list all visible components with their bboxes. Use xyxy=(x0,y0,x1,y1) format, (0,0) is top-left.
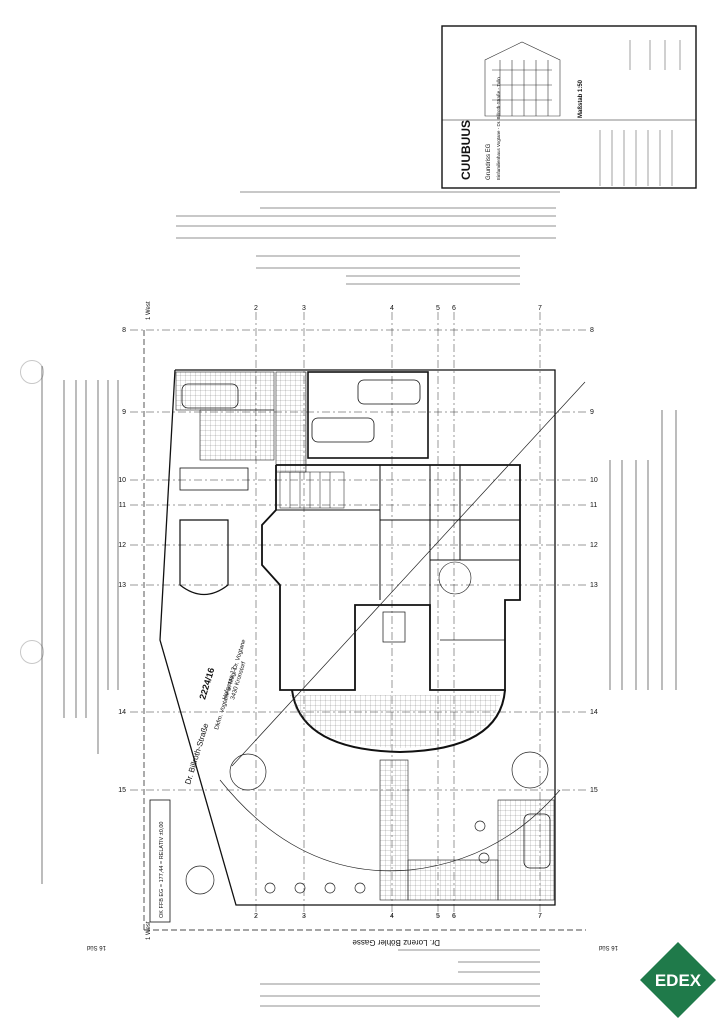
paved-areas xyxy=(175,371,555,901)
axis-label-5: 5 xyxy=(436,913,440,920)
survey-diagonal xyxy=(231,381,586,767)
orientation-west-bottom: 1 West xyxy=(146,921,152,940)
axis-label-5: 5 xyxy=(436,305,440,312)
pool xyxy=(179,519,229,596)
title-subtitle: Grundriss EG xyxy=(486,143,492,180)
axis-label-9: 9 xyxy=(590,409,594,416)
punch-hole xyxy=(20,360,44,384)
axis-label-14: 14 xyxy=(590,709,598,716)
elevation-note: OK FFB EG = 177,44 = RELATIV ±0,00 xyxy=(149,799,171,923)
spiral-stair xyxy=(438,561,472,595)
plot-number: 2224/16 xyxy=(197,667,216,701)
axis-label-12: 12 xyxy=(118,542,126,549)
axis-label-2: 2 xyxy=(254,305,258,312)
axis-label-6: 6 xyxy=(452,305,456,312)
dimension-chains-right xyxy=(609,410,677,690)
title-company: CUUBUUS xyxy=(459,120,473,180)
axis-label-9: 9 xyxy=(122,409,126,416)
axis-label-15: 15 xyxy=(118,787,126,794)
axis-label-7: 7 xyxy=(538,305,542,312)
title-project: Einfamilienhaus Vogtane - Dr. Billroth-S… xyxy=(496,77,501,180)
dimension-chains-left xyxy=(41,366,119,884)
house-elevation-sketch xyxy=(484,41,561,117)
car-garage-1 xyxy=(357,379,421,405)
dimension-chains-top xyxy=(176,191,560,285)
axis-label-13: 13 xyxy=(118,582,126,589)
axis-label-12: 12 xyxy=(590,542,598,549)
axis-label-6: 6 xyxy=(452,913,456,920)
axis-label-10: 10 xyxy=(590,477,598,484)
car-garage-2 xyxy=(311,417,375,443)
axis-label-7: 7 xyxy=(538,913,542,920)
plot-boundary xyxy=(143,330,586,931)
staircase xyxy=(279,471,345,509)
svg-text:OK FFB EG = 177,44 = RELATIV ±: OK FFB EG = 177,44 = RELATIV ±0,00 xyxy=(159,822,165,918)
garden-path xyxy=(219,779,561,872)
car-carport xyxy=(181,383,239,409)
dimension-chains-bottom xyxy=(260,949,540,1007)
building-outline xyxy=(179,371,551,869)
punch-hole xyxy=(20,640,44,664)
axis-label-4: 4 xyxy=(390,305,394,312)
title-block-rows xyxy=(599,40,681,186)
axis-label-3: 3 xyxy=(302,305,306,312)
axis-label-3: 3 xyxy=(302,913,306,920)
svg-text:EDEX: EDEX xyxy=(655,971,702,990)
orientation-west: 1 West xyxy=(146,301,152,320)
axis-label-14: 14 xyxy=(118,709,126,716)
dining-table xyxy=(382,611,406,643)
axis-label-8: 8 xyxy=(590,327,594,334)
title-block: CUUBUUS Grundriss EG Einfamilienhaus Vog… xyxy=(441,25,697,189)
axis-label-11: 11 xyxy=(590,502,597,509)
axis-label-15: 15 xyxy=(590,787,598,794)
street-label-south: Dr. Lorenz Böhler Gasse xyxy=(352,938,440,947)
orientation-south-right: 16 Süd xyxy=(599,944,618,950)
street-label-west: Dr. Billroth-Straße xyxy=(183,722,210,786)
edex-logo: EDEX xyxy=(640,942,716,1018)
axis-label-8: 8 xyxy=(122,327,126,334)
axis-label-4: 4 xyxy=(390,913,394,920)
axis-labels: 2 2 3 3 4 4 5 5 6 6 7 7 8 8 9 9 10 10 11 11 12 12 13 13 14 14 15 15 xyxy=(118,305,598,920)
axis-label-2: 2 xyxy=(254,913,258,920)
axis-label-10: 10 xyxy=(118,477,126,484)
axis-label-11: 11 xyxy=(119,502,126,509)
orientation-south: 16 Süd xyxy=(87,944,106,950)
title-scale: Maßstab 1:50 xyxy=(578,79,584,118)
tree-symbols xyxy=(185,751,549,895)
axis-label-13: 13 xyxy=(590,582,598,589)
